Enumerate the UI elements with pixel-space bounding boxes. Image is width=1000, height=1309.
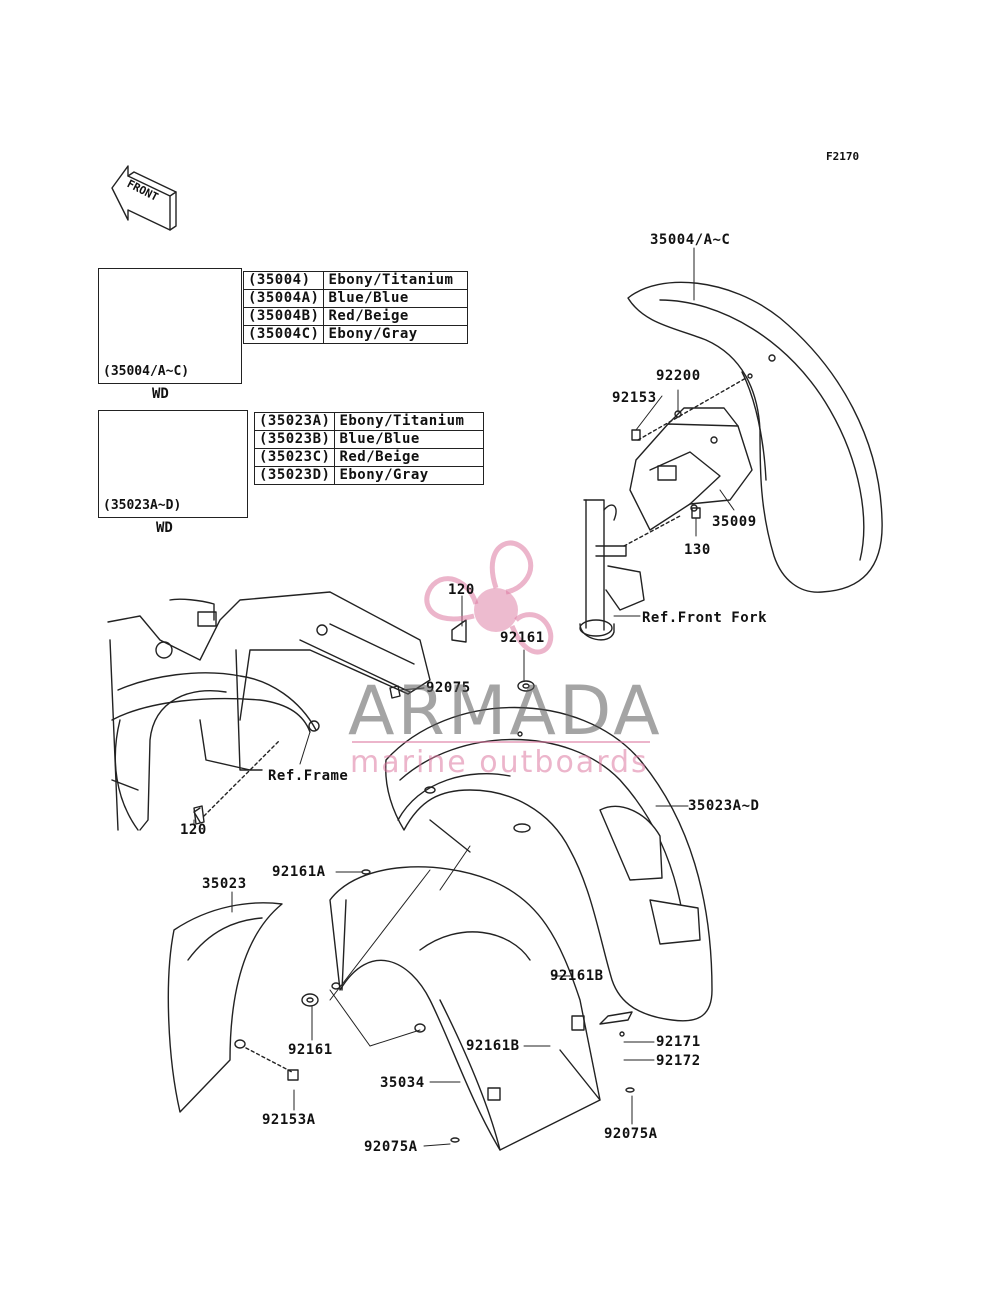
label-120-bottom: 120 bbox=[180, 822, 207, 838]
color-name: Ebony/Titanium bbox=[334, 412, 485, 431]
frame-drawing bbox=[107, 591, 431, 831]
label-92161B-upper: 92161B bbox=[550, 968, 604, 984]
label-35034: 35034 bbox=[380, 1075, 425, 1091]
label-92172: 92172 bbox=[656, 1053, 701, 1069]
label-92161B-lower: 92161B bbox=[466, 1038, 520, 1054]
label-92153: 92153 bbox=[612, 390, 657, 406]
label-92171: 92171 bbox=[656, 1034, 701, 1050]
leader-lines bbox=[193, 247, 735, 1147]
fender-cover-drawing bbox=[167, 902, 299, 1113]
part-code: (35004A) bbox=[242, 289, 325, 308]
label-ref-front-fork: Ref.Front Fork bbox=[642, 610, 768, 626]
color-name: Ebony/Gray bbox=[323, 325, 469, 344]
label-92200: 92200 bbox=[656, 368, 701, 384]
diagram-code: F2170 bbox=[826, 150, 860, 163]
label-35023AD: 35023A~D bbox=[688, 798, 760, 814]
color-row: (35004A)Blue/Blue bbox=[242, 289, 469, 308]
label-ref-frame: Ref.Frame bbox=[268, 768, 349, 784]
label-92153A: 92153A bbox=[262, 1112, 316, 1128]
watermark-brand: ARMADA bbox=[348, 672, 663, 751]
fender-bracket-drawing bbox=[629, 377, 753, 531]
inner-fender-drawing bbox=[329, 866, 601, 1151]
fastener-drawings bbox=[193, 410, 701, 1143]
label-35023: 35023 bbox=[202, 876, 247, 892]
rear-fender-drawing bbox=[384, 706, 713, 1022]
color-row: (35004B)Red/Beige bbox=[242, 307, 469, 326]
color-name: Red/Beige bbox=[323, 307, 469, 326]
color-name: Blue/Blue bbox=[334, 430, 485, 449]
color-row: (35023D)Ebony/Gray bbox=[253, 466, 485, 485]
front-arrow-icon bbox=[111, 165, 177, 231]
color-row: (35023B)Blue/Blue bbox=[253, 430, 485, 449]
part-code: (35023D) bbox=[253, 466, 336, 485]
label-120-top: 120 bbox=[448, 582, 475, 598]
label-92161A: 92161A bbox=[272, 864, 326, 880]
inset-rear-fender-region: WD bbox=[156, 520, 173, 536]
front-fender-drawing bbox=[627, 281, 883, 593]
color-row: (35004C)Ebony/Gray bbox=[242, 325, 469, 344]
part-code: (35023A) bbox=[253, 412, 336, 431]
color-row: (35023A)Ebony/Titanium bbox=[253, 412, 485, 431]
part-code: (35004) bbox=[242, 271, 325, 290]
label-35004: 35004/A~C bbox=[650, 232, 731, 248]
label-92161-top: 92161 bbox=[500, 630, 545, 646]
label-92075: 92075 bbox=[426, 680, 471, 696]
color-name: Red/Beige bbox=[334, 448, 485, 467]
color-row: (35004)Ebony/Titanium bbox=[242, 271, 469, 290]
inset-rear-fender-caption: (35023A~D) bbox=[103, 498, 182, 513]
watermark-divider bbox=[352, 741, 650, 743]
rear-fender-color-table: (35023A)Ebony/Titanium (35023B)Blue/Blue… bbox=[253, 412, 485, 485]
part-code: (35023C) bbox=[253, 448, 336, 467]
color-name: Blue/Blue bbox=[323, 289, 469, 308]
label-92161-bottom: 92161 bbox=[288, 1042, 333, 1058]
part-code: (35023B) bbox=[253, 430, 336, 449]
inset-front-fender-caption: (35004/A~C) bbox=[103, 364, 190, 379]
inset-front-fender-box: (35004/A~C) bbox=[98, 268, 242, 384]
part-code: (35004B) bbox=[242, 307, 325, 326]
color-name: Ebony/Titanium bbox=[323, 271, 469, 290]
front-fender-color-table: (35004)Ebony/Titanium (35004A)Blue/Blue … bbox=[242, 271, 469, 344]
label-92075A-right: 92075A bbox=[604, 1126, 658, 1142]
watermark-tagline: marine outboards bbox=[350, 745, 649, 780]
part-code: (35004C) bbox=[242, 325, 325, 344]
label-35009: 35009 bbox=[712, 514, 757, 530]
color-row: (35023C)Red/Beige bbox=[253, 448, 485, 467]
color-name: Ebony/Gray bbox=[334, 466, 485, 485]
inset-rear-fender-box: (35023A~D) bbox=[98, 410, 248, 518]
label-130: 130 bbox=[684, 542, 711, 558]
front-fork-drawing bbox=[579, 499, 681, 641]
inset-front-fender-region: WD bbox=[152, 386, 169, 402]
armada-logo-icon bbox=[424, 540, 554, 655]
label-92075A-left: 92075A bbox=[364, 1139, 418, 1155]
